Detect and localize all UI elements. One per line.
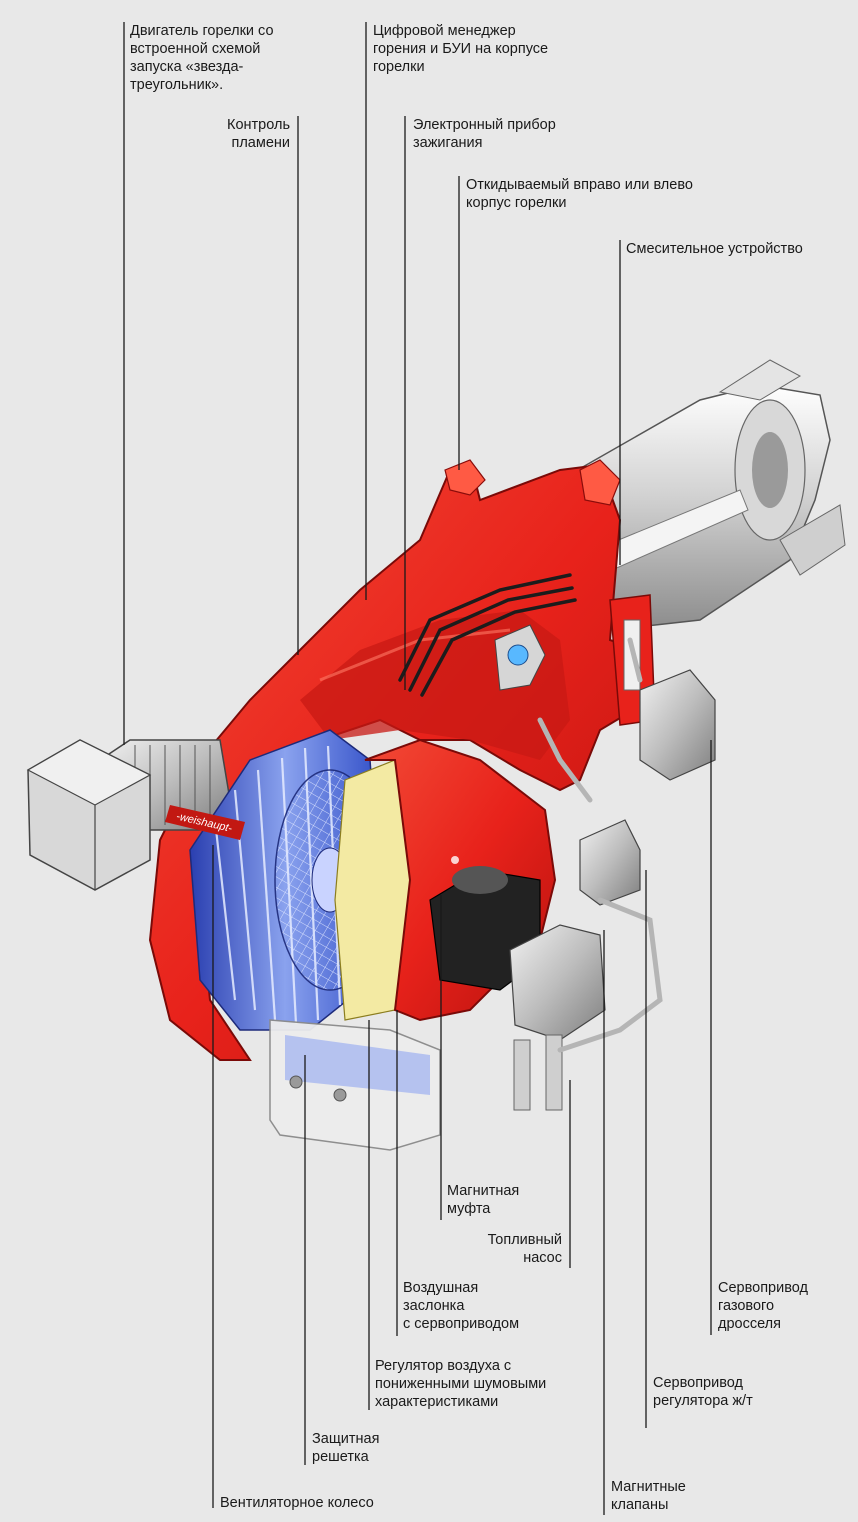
label-ignition-unit: Электронный прибор зажигания: [413, 117, 556, 151]
pump-block: [429, 866, 606, 1111]
label-air-regulator: Регулятор воздуха с пониженными шумовыми…: [375, 1358, 547, 1410]
label-protective-grille: Защитная решетка: [312, 1431, 380, 1465]
label-flame-control: Контроль пламени: [227, 117, 290, 151]
piping: [537, 637, 663, 1053]
cables: [398, 573, 577, 697]
servo-motors: [494, 624, 716, 906]
leader-lines: [123, 22, 712, 1515]
label-magnetic-coupling: Магнитная муфта: [447, 1183, 520, 1217]
label-mixing-device: Смесительное устройство: [626, 241, 803, 257]
label-air-damper: Воздушная заслонка с сервоприводом: [403, 1280, 520, 1332]
label-fuel-pump: Топливный насос: [487, 1232, 562, 1266]
label-solenoid-valves: Магнитные клапаны: [611, 1479, 686, 1513]
air-intake-box: [269, 1019, 441, 1151]
label-hinged-housing: Откидываемый вправо или влево корпус гор…: [466, 177, 693, 211]
label-digital-manager: Цифровой менеджер горения и БУИ на корпу…: [373, 23, 549, 75]
label-gas-damper-servo: Сервопривод газового дросселя: [718, 1280, 808, 1332]
label-burner-motor: Двигатель горелки со встроенной схемой з…: [130, 23, 274, 93]
label-fan-wheel: Вентиляторное колесо: [220, 1495, 374, 1511]
blast-tube: [559, 359, 846, 631]
burner-motor: [26, 739, 231, 891]
label-oil-regulator-servo: Сервопривод регулятора ж/т: [653, 1375, 753, 1409]
